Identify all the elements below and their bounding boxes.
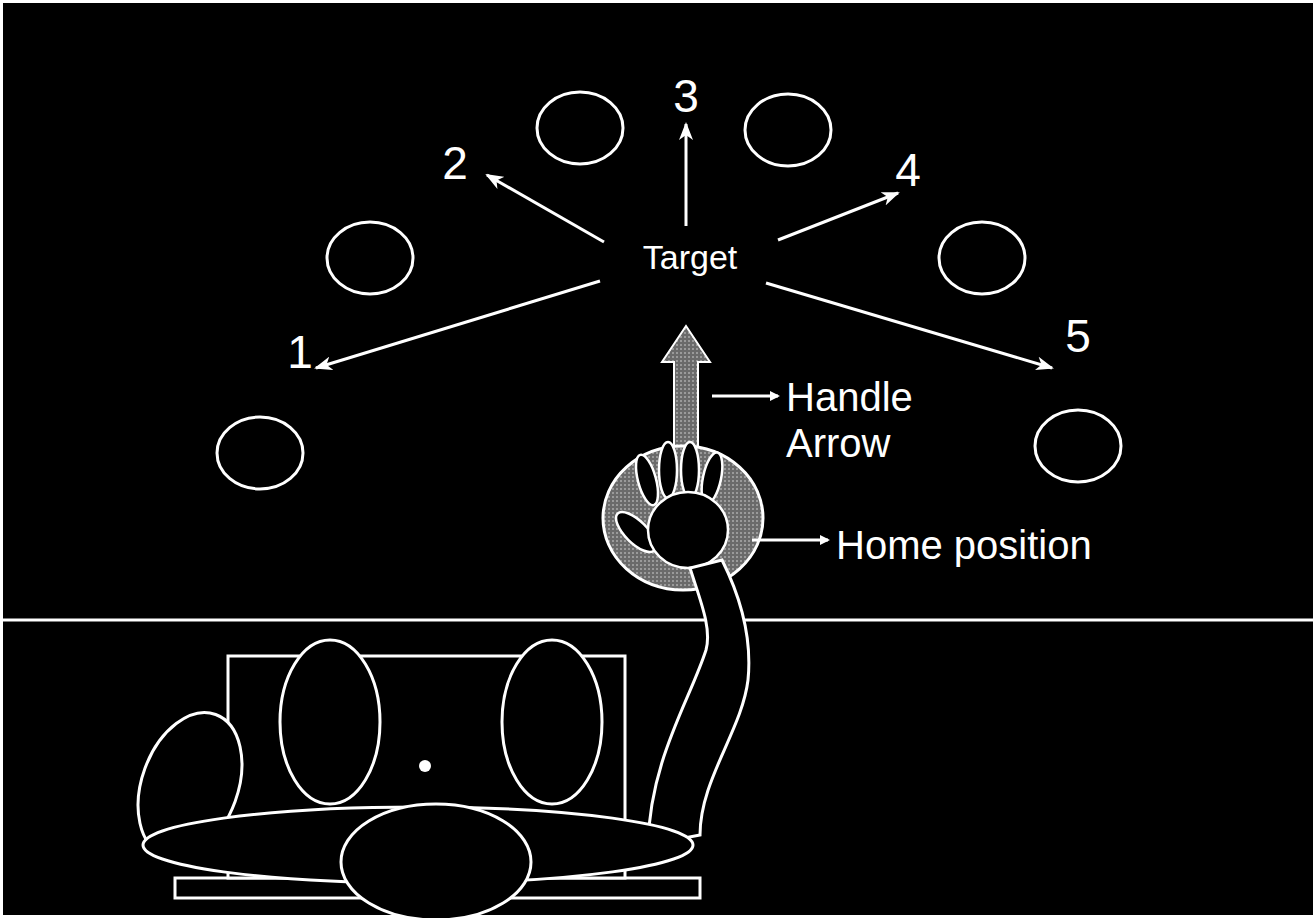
callout-number: 1 xyxy=(287,326,313,379)
callout-number: 5 xyxy=(1065,310,1091,363)
home-position-label: Home position xyxy=(836,522,1092,568)
subject-figure xyxy=(119,560,749,918)
callout-number: 4 xyxy=(895,144,921,197)
callout-number: 3 xyxy=(673,70,699,123)
target-circles xyxy=(217,92,1121,489)
handle-arrow xyxy=(662,326,710,452)
home-position xyxy=(603,442,763,590)
handle-arrow-label: Handle Arrow xyxy=(786,374,936,466)
callout-number: 2 xyxy=(442,137,468,190)
divider-line xyxy=(0,619,1316,622)
target-label: Target xyxy=(643,238,738,277)
